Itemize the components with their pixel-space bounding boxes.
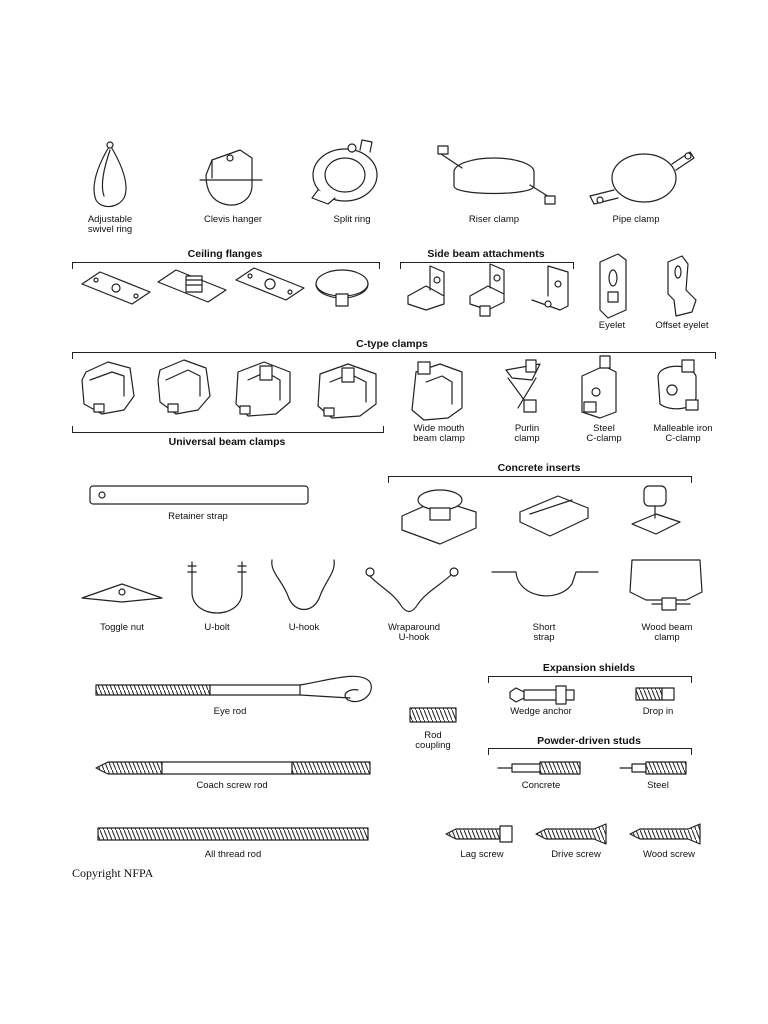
pipe-clamp-icon [589, 151, 695, 205]
copyright-notice: Copyright NFPA [72, 866, 154, 880]
u-hook-label: U-hook [288, 622, 320, 633]
coach-screw-rod-icon [95, 761, 371, 775]
steel-c-clamp-icon [581, 355, 617, 419]
toggle-nut-label: Toggle nut [100, 622, 144, 633]
wide-mouth-beam-clamp-icon [411, 361, 463, 421]
expansion-shields-bracket [488, 676, 692, 683]
wedge-anchor-label: Wedge anchor [510, 706, 572, 717]
ceiling-flange-4-icon [315, 269, 369, 307]
adjustable-swivel-ring-label: Adjustable swivel ring [87, 214, 133, 235]
ceiling-flange-3-icon [235, 267, 305, 301]
drive-screw-icon [535, 823, 607, 845]
steel-stud-icon [619, 761, 687, 775]
concrete-stud-icon [497, 761, 581, 775]
universal-beam-clamp-1-icon [81, 361, 135, 415]
u-hook-icon [271, 559, 335, 611]
retainer-strap-label: Retainer strap [168, 511, 228, 522]
drop-in-icon [635, 687, 675, 701]
drop-in-label: Drop in [642, 706, 674, 717]
purlin-clamp-icon [505, 359, 541, 413]
u-bolt-label: U-bolt [204, 622, 230, 633]
toggle-nut-icon [81, 583, 163, 603]
wide-mouth-beam-clamp-label: Wide mouth beam clamp [413, 423, 465, 444]
purlin-clamp-label: Purlin clamp [514, 423, 540, 444]
ceiling-flanges-bracket [72, 262, 380, 269]
powder-driven-studs-bracket [488, 748, 692, 755]
coach-screw-rod-label: Coach screw rod [196, 780, 268, 791]
wraparound-u-hook-label: Wraparound U-hook [387, 622, 441, 643]
riser-clamp-icon [437, 145, 556, 205]
short-strap-icon [491, 571, 599, 597]
eye-rod-label: Eye rod [213, 706, 247, 717]
concrete-inserts-header: Concrete inserts [497, 462, 581, 474]
wedge-anchor-icon [509, 685, 575, 705]
drive-screw-label: Drive screw [551, 849, 601, 860]
side-beam-attachment-3-icon [531, 265, 569, 311]
lag-screw-icon [445, 825, 513, 843]
concrete-inserts-bracket [388, 476, 692, 483]
clevis-hanger-label: Clevis hanger [203, 214, 263, 225]
wood-screw-label: Wood screw [642, 849, 696, 860]
concrete-insert-3-icon [631, 485, 681, 535]
lag-screw-label: Lag screw [460, 849, 504, 860]
universal-beam-clamps-bracket [72, 426, 384, 433]
universal-beam-clamp-3-icon [235, 361, 291, 417]
wood-screw-icon [629, 823, 701, 845]
steel-c-clamp-label: Steel C-clamp [586, 423, 622, 444]
rod-coupling-icon [409, 707, 457, 723]
universal-beam-clamp-2-icon [157, 359, 211, 415]
side-beam-attachments-bracket [400, 262, 574, 269]
retainer-strap-icon [89, 485, 309, 505]
wood-beam-clamp-label: Wood beam clamp [641, 622, 693, 643]
c-type-clamps-header: C-type clamps [356, 338, 428, 350]
offset-eyelet-label: Offset eyelet [655, 320, 709, 331]
c-type-clamps-bracket [72, 352, 716, 359]
ceiling-flange-1-icon [81, 271, 151, 305]
wood-beam-clamp-icon [629, 559, 703, 611]
u-bolt-icon [187, 561, 247, 614]
split-ring-label: Split ring [333, 214, 371, 225]
universal-beam-clamps-header: Universal beam clamps [168, 436, 286, 448]
ceiling-flanges-header: Ceiling flanges [187, 248, 263, 260]
malleable-iron-c-clamp-label: Malleable iron C-clamp [653, 423, 713, 444]
short-strap-label: Short strap [532, 622, 556, 643]
concrete-insert-2-icon [519, 495, 589, 537]
concrete-stud-label: Concrete [521, 780, 561, 791]
eyelet-icon [599, 253, 627, 319]
universal-beam-clamp-4-icon [317, 363, 377, 419]
clevis-hanger-icon [199, 149, 263, 206]
powder-driven-studs-header: Powder-driven studs [537, 735, 641, 747]
expansion-shields-header: Expansion shields [542, 662, 636, 674]
malleable-iron-c-clamp-icon [657, 359, 699, 411]
split-ring-icon [311, 139, 378, 205]
pipe-clamp-label: Pipe clamp [612, 214, 660, 225]
all-thread-rod-icon [97, 827, 369, 841]
steel-stud-label: Steel [647, 780, 669, 791]
eye-rod-icon [95, 675, 372, 703]
adjustable-swivel-ring-icon [93, 141, 127, 208]
all-thread-rod-label: All thread rod [204, 849, 262, 860]
offset-eyelet-icon [667, 255, 697, 317]
side-beam-attachments-header: Side beam attachments [427, 248, 545, 260]
rod-coupling-label: Rod coupling [415, 730, 451, 751]
concrete-insert-1-icon [401, 489, 477, 545]
wraparound-u-hook-icon [365, 567, 459, 613]
riser-clamp-label: Riser clamp [468, 214, 520, 225]
side-beam-attachment-1-icon [407, 265, 445, 311]
ceiling-flange-2-icon [157, 269, 227, 303]
eyelet-label: Eyelet [598, 320, 626, 331]
side-beam-attachment-2-icon [469, 263, 505, 317]
